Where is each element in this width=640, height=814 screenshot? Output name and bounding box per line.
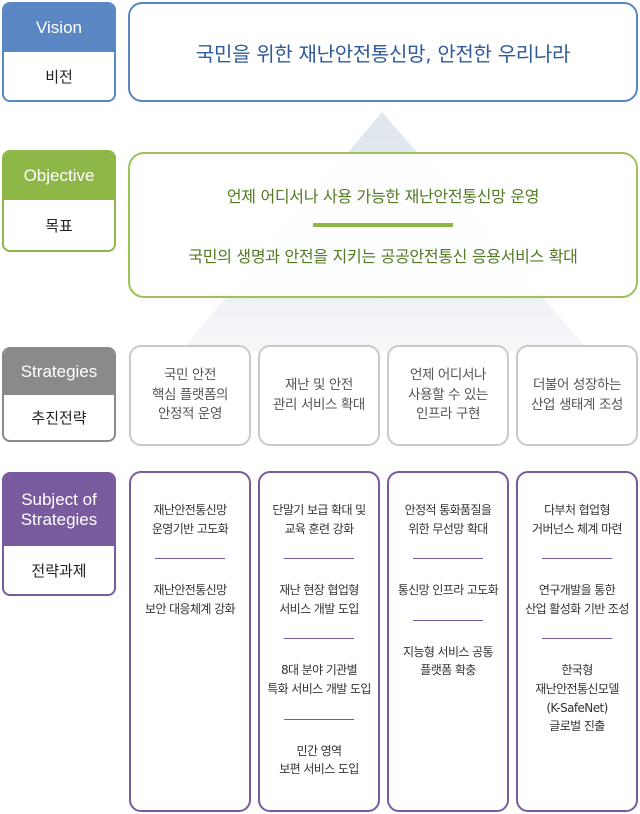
vision-label-en: Vision [4, 4, 114, 52]
subject-item: 지능형 서비스 공통 플랫폼 확충 [403, 644, 494, 678]
subject-column-2: 단말기 보급 확대 및 교육 훈련 강화 재난 현장 협업형 서비스 개발 도입… [258, 471, 380, 812]
subject-item: 재난 현장 협업형 서비스 개발 도입 [279, 583, 359, 616]
subject-divider [413, 558, 483, 560]
strategy-box-3: 언제 어디서나 사용할 수 있는 인프라 구현 [387, 345, 509, 446]
subject-item: 민간 영역 보편 서비스 도입 [279, 743, 359, 777]
subject-item: 연구개발을 통한 산업 활성화 기반 조성 [525, 583, 629, 616]
subject-divider [284, 558, 354, 560]
subject-column-3: 안정적 통화품질을 위한 무선망 확대 통신망 인프라 고도화 지능형 서비스 … [387, 471, 509, 812]
vision-box: 국민을 위한 재난안전통신망, 안전한 우리나라 [128, 2, 638, 102]
subject-divider [155, 558, 225, 560]
strategy-box-2: 재난 및 안전 관리 서비스 확대 [258, 345, 380, 446]
strategy-box-1: 국민 안전 핵심 플랫폼의 안정적 운영 [129, 345, 251, 446]
subject-item: 단말기 보급 확대 및 교육 훈련 강화 [272, 503, 366, 536]
subject-label-ko: 전략과제 [31, 561, 87, 580]
objective-line-2: 국민의 생명과 안전을 지키는 공공안전통신 응용서비스 확대 [188, 247, 578, 266]
subject-divider [542, 558, 612, 560]
subject-item: 8대 분야 기관별 특화 서비스 개발 도입 [267, 663, 371, 696]
objective-label-en: Objective [4, 152, 114, 200]
vision-label-ko: 비전 [45, 67, 73, 86]
objective-label-ko: 목표 [45, 216, 73, 235]
objective-box: 언제 어디서나 사용 가능한 재난안전통신망 운영 국민의 생명과 안전을 지키… [128, 152, 638, 298]
subject-column-1: 재난안전통신망 운영기반 고도화 재난안전통신망 보안 대응체계 강화 [129, 471, 251, 812]
subject-item: 재난안전통신망 운영기반 고도화 [151, 503, 229, 536]
subject-divider [413, 619, 483, 621]
subject-divider [284, 638, 354, 640]
subject-item: 한국형 재난안전통신모델 (K-SafeNet) 글로벌 진출 [535, 663, 619, 734]
subject-label-en: Subject of Strategies [4, 474, 114, 546]
subject-item: 통신망 인프라 고도화 [397, 583, 499, 598]
subject-item: 재난안전통신망 보안 대응체계 강화 [145, 583, 236, 616]
subject-item: 안정적 통화품질을 위한 무선망 확대 [404, 503, 492, 536]
strategy-box-4: 더불어 성장하는 산업 생태계 조성 [516, 345, 638, 446]
objective-label: Objective 목표 [2, 150, 116, 252]
strategies-label: Strategies 추진전략 [2, 347, 116, 442]
vision-label: Vision 비전 [2, 2, 116, 102]
subject-label: Subject of Strategies 전략과제 [2, 472, 116, 596]
subject-column-4: 다부처 협업형 거버넌스 체계 마련 연구개발을 통한 산업 활성화 기반 조성… [516, 471, 638, 812]
objective-divider [313, 223, 453, 227]
strategies-label-ko: 추진전략 [31, 409, 87, 427]
objective-line-1: 언제 어디서나 사용 가능한 재난안전통신망 운영 [226, 187, 540, 206]
subject-divider [542, 638, 612, 640]
subject-item: 다부처 협업형 거버넌스 체계 마련 [532, 503, 623, 536]
strategies-label-en: Strategies [4, 349, 114, 395]
subject-divider [284, 718, 354, 720]
